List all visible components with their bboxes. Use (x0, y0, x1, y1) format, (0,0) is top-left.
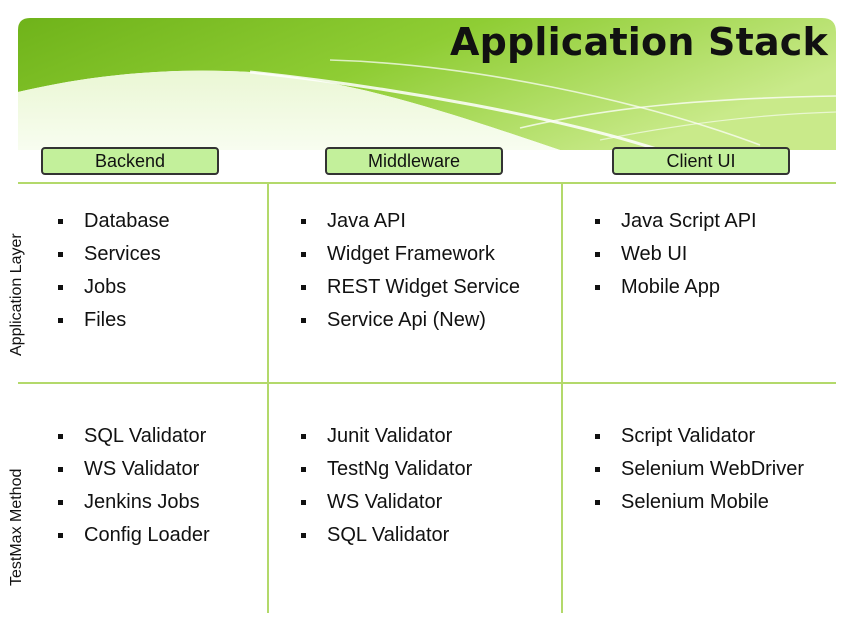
list-item: TestNg Validator (301, 453, 472, 486)
column-header-backend: Backend (41, 147, 219, 175)
list-item: Selenium WebDriver (595, 453, 804, 486)
list-item: Java API (301, 205, 520, 238)
list-item: Services (58, 238, 170, 271)
list-item: WS Validator (301, 486, 472, 519)
grid-line-col-2 (561, 183, 563, 613)
column-header-client-ui: Client UI (612, 147, 790, 175)
list-item: Mobile App (595, 271, 757, 304)
list-item: WS Validator (58, 453, 210, 486)
list-item: Selenium Mobile (595, 486, 804, 519)
list-item: Jobs (58, 271, 170, 304)
grid-line-col-1 (267, 183, 269, 613)
list-item: REST Widget Service (301, 271, 520, 304)
list-item: Jenkins Jobs (58, 486, 210, 519)
list-item: Widget Framework (301, 238, 520, 271)
list-item: Java Script API (595, 205, 757, 238)
list-item: SQL Validator (58, 420, 210, 453)
title-banner (18, 18, 837, 150)
list-item: SQL Validator (301, 519, 472, 552)
grid-line-middle (18, 382, 836, 384)
list-item: Web UI (595, 238, 757, 271)
page-title: Application Stack (450, 20, 828, 64)
row-label-application-layer: Application Layer (8, 233, 25, 356)
list-item: Service Api (New) (301, 304, 520, 337)
list-item: Junit Validator (301, 420, 472, 453)
list-item: Files (58, 304, 170, 337)
row-label-testmax-method: TestMax Method (8, 468, 25, 586)
column-header-middleware: Middleware (325, 147, 503, 175)
list-item: Config Loader (58, 519, 210, 552)
list-item: Database (58, 205, 170, 238)
list-item: Script Validator (595, 420, 804, 453)
grid-line-top (18, 182, 836, 184)
